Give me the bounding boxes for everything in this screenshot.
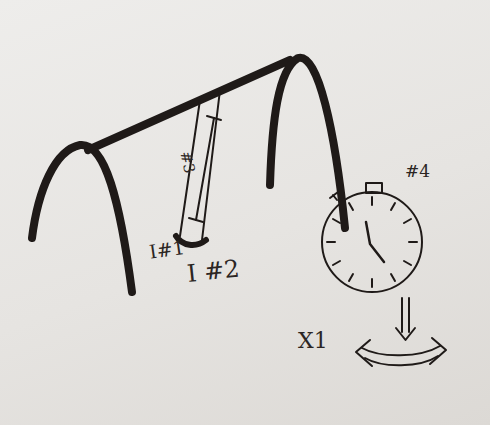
stopwatch-crown <box>366 183 382 193</box>
right-arch <box>270 58 345 228</box>
arrow-head <box>356 340 372 366</box>
left-arch <box>32 145 132 292</box>
callout-label: X1 <box>298 330 328 352</box>
down-arrow <box>396 298 415 340</box>
swing-arrow <box>365 356 438 365</box>
stopwatch-button <box>330 192 338 200</box>
callout-label: #3 <box>177 150 196 175</box>
stopwatch-ticks <box>327 197 417 287</box>
top-bar <box>88 60 290 150</box>
length-bar <box>189 218 203 222</box>
stopwatch-hands <box>366 222 384 262</box>
callout-label: I#1 <box>148 238 186 262</box>
swing-arrow <box>362 346 440 355</box>
length-bar <box>196 118 214 220</box>
callout-label: I #2 <box>186 257 241 286</box>
length-bar <box>207 116 221 120</box>
stopwatch-face <box>322 192 422 292</box>
arrow-head <box>430 338 446 364</box>
callout-label: #4 <box>405 163 430 180</box>
